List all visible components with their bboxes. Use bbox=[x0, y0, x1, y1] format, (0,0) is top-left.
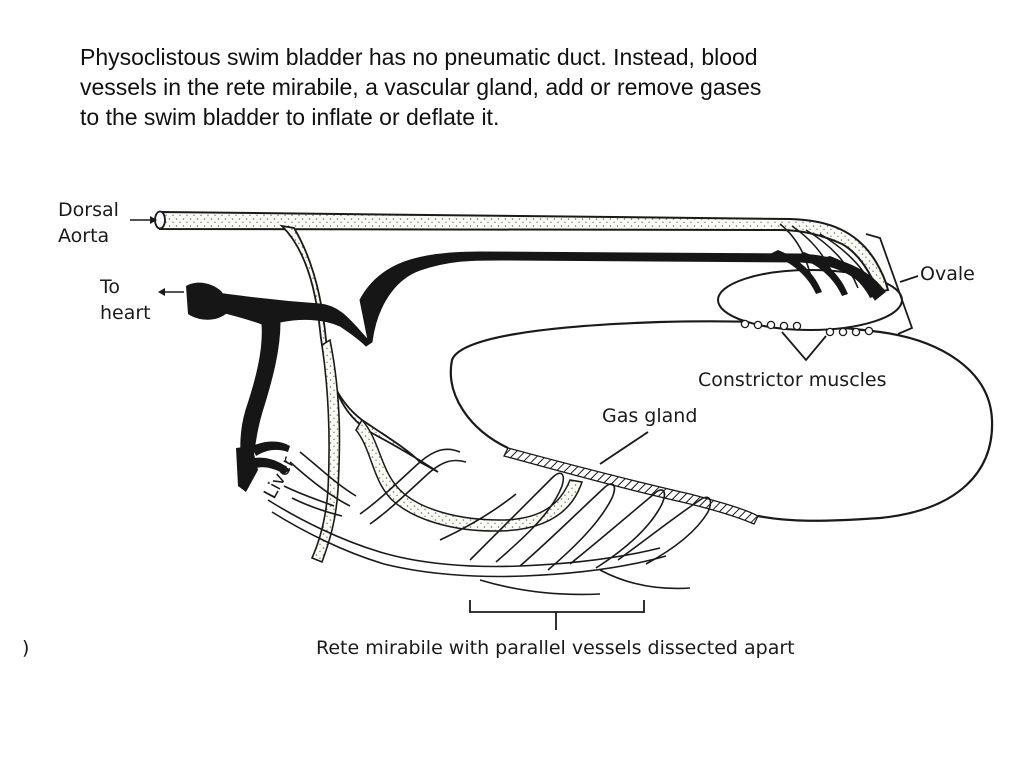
rete-bracket bbox=[469, 600, 645, 613]
hepatic-veins bbox=[236, 441, 290, 492]
ovale-label: Ovale bbox=[920, 263, 975, 285]
gas-gland-pointer bbox=[599, 431, 649, 465]
heart-arrow-head bbox=[158, 288, 165, 296]
caption-line: to the swim bladder to inflate or deflat… bbox=[80, 104, 500, 130]
to-heart-label: heart bbox=[100, 302, 151, 324]
rete-mirabile-vessels bbox=[267, 448, 712, 596]
constrictor-muscle-beads bbox=[740, 319, 874, 337]
vein-to-heart bbox=[197, 251, 886, 471]
constrictor-pointer bbox=[781, 331, 827, 362]
swim-bladder-outline bbox=[449, 320, 994, 522]
caption-line: vessels in the rete mirabile, a vascular… bbox=[80, 74, 762, 100]
gas-gland-label: Gas gland bbox=[602, 405, 697, 427]
to-heart-label: To bbox=[99, 276, 120, 298]
caption: Physoclistous swim bladder has no pneuma… bbox=[80, 42, 980, 132]
ovale-bracket bbox=[865, 233, 914, 335]
caption-line: Physoclistous swim bladder has no pneuma… bbox=[80, 44, 758, 70]
ovale-pointer bbox=[899, 275, 919, 283]
aorta-arrow-head bbox=[150, 216, 157, 224]
panel-mark: ) bbox=[22, 637, 29, 659]
gas-gland-band bbox=[503, 447, 759, 525]
ovale-venous-fingers bbox=[770, 250, 876, 298]
dorsal-aorta-label: Dorsal bbox=[58, 199, 119, 221]
rete-artery-loop bbox=[355, 418, 583, 532]
dorsal-aorta-label: Aorta bbox=[58, 225, 109, 247]
rete-mirabile-label: Rete mirabile with parallel vessels diss… bbox=[316, 637, 795, 659]
constrictor-muscles-label: Constrictor muscles bbox=[698, 369, 887, 391]
descending-artery-lower bbox=[310, 338, 341, 564]
vein-heart-end bbox=[186, 282, 228, 320]
